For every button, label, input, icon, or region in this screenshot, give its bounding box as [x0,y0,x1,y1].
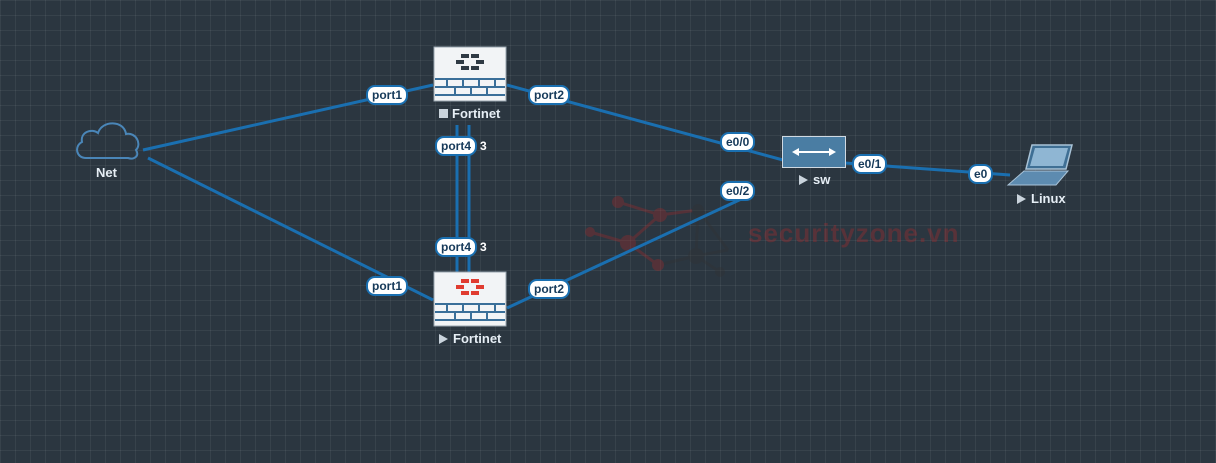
node-label-fortinet-top[interactable]: Fortinet [439,106,500,121]
port-label-bottom-port4: port4 [435,237,477,257]
running-state-icon [1017,194,1026,204]
port-label-sw-e00: e0/0 [720,132,756,152]
cloud-icon[interactable] [72,114,144,164]
port-label-top-port1: port1 [366,85,408,105]
port-label-top-port2: port2 [528,85,570,105]
firewall-icon[interactable] [433,46,507,102]
port-label-top-port3: 3 [480,139,487,153]
node-label-sw[interactable]: sw [799,172,830,187]
stopped-state-icon [439,109,448,118]
node-label-net[interactable]: Net [96,165,117,180]
running-state-icon [799,175,808,185]
port-label-sw-e02: e0/2 [720,181,756,201]
port-label-bottom-port2: port2 [528,279,570,299]
watermark-text: securityzone.vn [748,218,960,248]
port-label-sw-e01: e0/1 [852,154,888,174]
node-label-fortinet-bottom[interactable]: Fortinet [439,331,501,346]
port-label-linux-e0: e0 [968,164,994,184]
firewall-icon[interactable] [433,271,507,327]
port-label-bottom-port3: 3 [480,240,487,254]
laptop-icon[interactable] [1006,143,1074,189]
running-state-icon [439,334,448,344]
port-label-bottom-port1: port1 [366,276,408,296]
watermark-logo [585,196,730,277]
port-label-top-port4: port4 [435,136,477,156]
switch-icon[interactable] [782,136,846,168]
node-label-linux[interactable]: Linux [1017,191,1066,206]
